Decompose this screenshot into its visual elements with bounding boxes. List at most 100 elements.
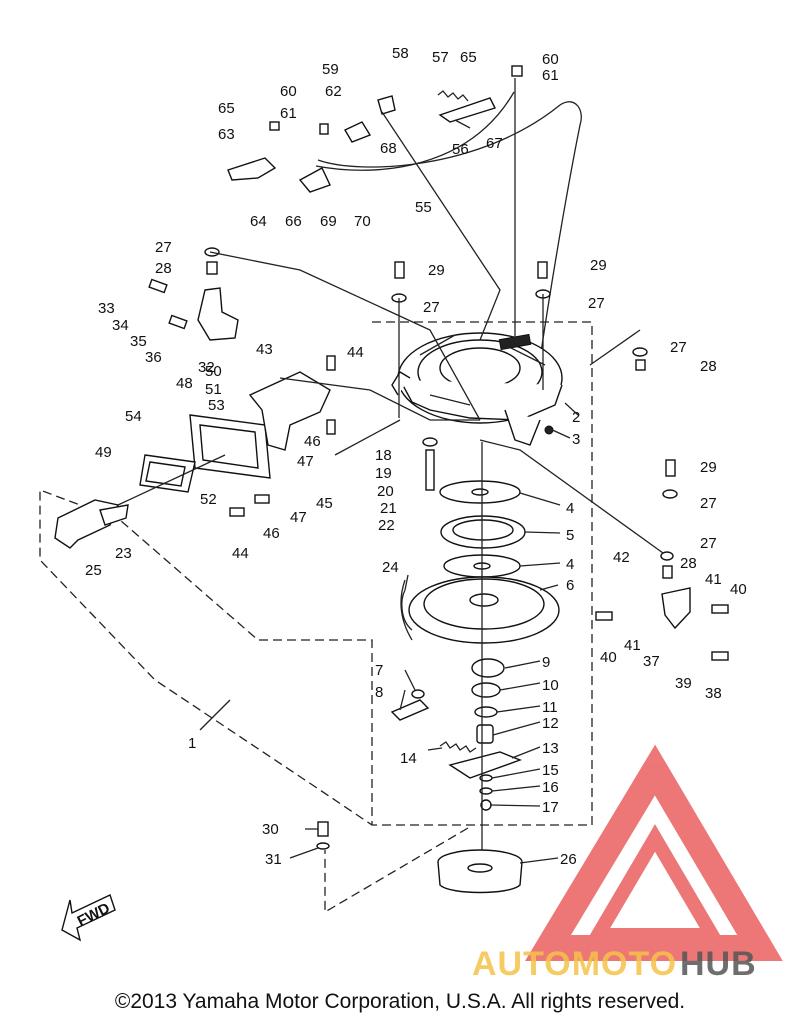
- callout-66: 66: [285, 213, 302, 230]
- callout-11: 11: [542, 699, 558, 716]
- callout-3: 3: [572, 431, 580, 448]
- callout-28: 28: [155, 260, 172, 277]
- callout-45: 45: [316, 495, 333, 512]
- callout-69: 69: [320, 213, 337, 230]
- callout-9: 9: [542, 654, 550, 671]
- callout-38: 38: [705, 685, 722, 702]
- callout-33: 33: [98, 300, 115, 317]
- link-rod: [279, 377, 480, 421]
- callout-27-3: 27: [588, 295, 605, 312]
- callout-47: 47: [297, 453, 314, 470]
- callout-61-2: 61: [542, 67, 559, 84]
- callout-16: 16: [542, 779, 559, 796]
- lever-37: [661, 587, 691, 630]
- callout-19: 19: [375, 465, 392, 482]
- callout-1: 1: [188, 735, 196, 752]
- callout-27-6: 27: [700, 535, 717, 552]
- callout-51: 51: [205, 381, 222, 398]
- callout-5: 5: [566, 527, 574, 544]
- callout-12: 12: [542, 715, 559, 732]
- callout-27-4: 27: [670, 339, 687, 356]
- callout-8: 8: [375, 684, 383, 701]
- callout-18: 18: [375, 447, 392, 464]
- callout-23: 23: [115, 545, 132, 562]
- callout-29: 29: [428, 262, 445, 279]
- pulley-stack: [401, 480, 560, 811]
- handle-assembly: [54, 414, 271, 549]
- lever-top-right: [438, 97, 496, 123]
- callout-49: 49: [95, 444, 112, 461]
- callout-39: 39: [675, 675, 692, 692]
- callout-65-2: 65: [460, 49, 477, 66]
- callout-60-2: 60: [542, 51, 559, 68]
- callout-67: 67: [486, 135, 503, 152]
- callout-59: 59: [322, 61, 339, 78]
- callout-61: 61: [280, 105, 297, 122]
- callout-27: 27: [155, 239, 172, 256]
- callout-60: 60: [280, 83, 297, 100]
- starter-housing: [391, 332, 563, 446]
- callout-7: 7: [375, 662, 383, 679]
- bracket-62: [377, 95, 396, 115]
- callout-44: 44: [347, 344, 364, 361]
- clip-7: [411, 689, 425, 699]
- callout-34: 34: [112, 317, 129, 334]
- callout-58: 58: [392, 45, 409, 62]
- callout-50: 50: [205, 363, 222, 380]
- callout-44-2: 44: [232, 545, 249, 562]
- bracket-43: [248, 371, 331, 451]
- copyright-text: ©2013 Yamaha Motor Corporation, U.S.A. A…: [114, 990, 686, 1013]
- callout-46-2: 46: [263, 525, 280, 542]
- callout-26: 26: [560, 851, 577, 868]
- cable-55: [317, 101, 582, 396]
- callout-13: 13: [542, 740, 559, 757]
- lever-top-mid: [298, 167, 331, 193]
- lever-32: [197, 287, 239, 341]
- callout-25: 25: [85, 562, 102, 579]
- cable-55b: [315, 91, 515, 171]
- callout-27-2: 27: [423, 299, 440, 316]
- callout-64: 64: [250, 213, 267, 230]
- callout-labels: 1234456789101112131415161718192021222324…: [85, 45, 747, 868]
- watermark-logo: [525, 744, 783, 961]
- assembly-outline: [39, 321, 593, 826]
- callout-29-2: 29: [590, 257, 607, 274]
- clamp-68: [344, 121, 372, 143]
- callout-17: 17: [542, 799, 559, 816]
- callout-37: 37: [643, 653, 660, 670]
- callout-42: 42: [613, 549, 630, 566]
- callout-53: 53: [208, 397, 225, 414]
- callout-46: 46: [304, 433, 321, 450]
- callout-65: 65: [218, 100, 235, 117]
- watermark-text: AUTOMOTO HUB: [472, 945, 756, 983]
- callout-6: 6: [566, 577, 574, 594]
- callout-35: 35: [130, 333, 147, 350]
- callout-27-5: 27: [700, 495, 717, 512]
- callout-4-2: 4: [566, 556, 574, 573]
- callout-57: 57: [432, 49, 449, 66]
- callout-40-2: 40: [600, 649, 617, 666]
- callout-21: 21: [380, 500, 397, 517]
- callout-15: 15: [542, 762, 559, 779]
- callout-54: 54: [125, 408, 142, 425]
- callout-22: 22: [378, 517, 395, 534]
- callout-40: 40: [730, 581, 747, 598]
- callout-56: 56: [452, 141, 469, 158]
- spring-57: [437, 90, 469, 102]
- lever-top-left: [227, 157, 277, 181]
- pawl-8: [390, 699, 430, 721]
- callout-48: 48: [176, 375, 193, 392]
- callout-32: 32: [198, 359, 215, 376]
- callout-14: 14: [400, 750, 417, 767]
- callout-29-3: 29: [700, 459, 717, 476]
- callout-2: 2: [572, 409, 580, 426]
- fasteners: [148, 65, 729, 850]
- callout-47-2: 47: [290, 509, 307, 526]
- callout-68: 68: [380, 140, 397, 157]
- callout-28-3: 28: [680, 555, 697, 572]
- callout-41: 41: [705, 571, 722, 588]
- callout-24: 24: [382, 559, 399, 576]
- callout-63: 63: [218, 126, 235, 143]
- callout-52: 52: [200, 491, 217, 508]
